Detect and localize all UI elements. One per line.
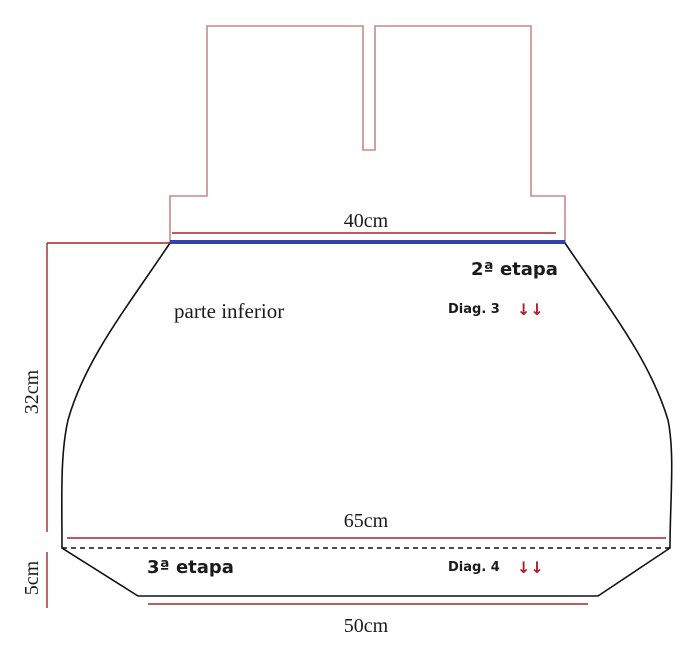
- lower-piece-outline: [60, 242, 673, 597]
- top-width-label: 40cm: [344, 210, 389, 232]
- middle-width-label: 65cm: [344, 510, 389, 532]
- body-label: parte inferior: [174, 299, 284, 323]
- diag4-label: Diag. 4: [448, 560, 500, 575]
- stage3-label: 3ª etapa: [147, 557, 234, 578]
- upper-piece-outline: [169, 25, 566, 244]
- height-label: 32cm: [21, 369, 43, 414]
- diag3-label: Diag. 3: [448, 302, 500, 317]
- diag3-arrow-icon: ↓↓: [517, 300, 544, 319]
- bottom-width-label: 50cm: [344, 615, 389, 637]
- stage2-label: 2ª etapa: [471, 259, 558, 280]
- diag4-arrow-icon: ↓↓: [517, 558, 544, 577]
- band-height-label: 5cm: [21, 560, 43, 595]
